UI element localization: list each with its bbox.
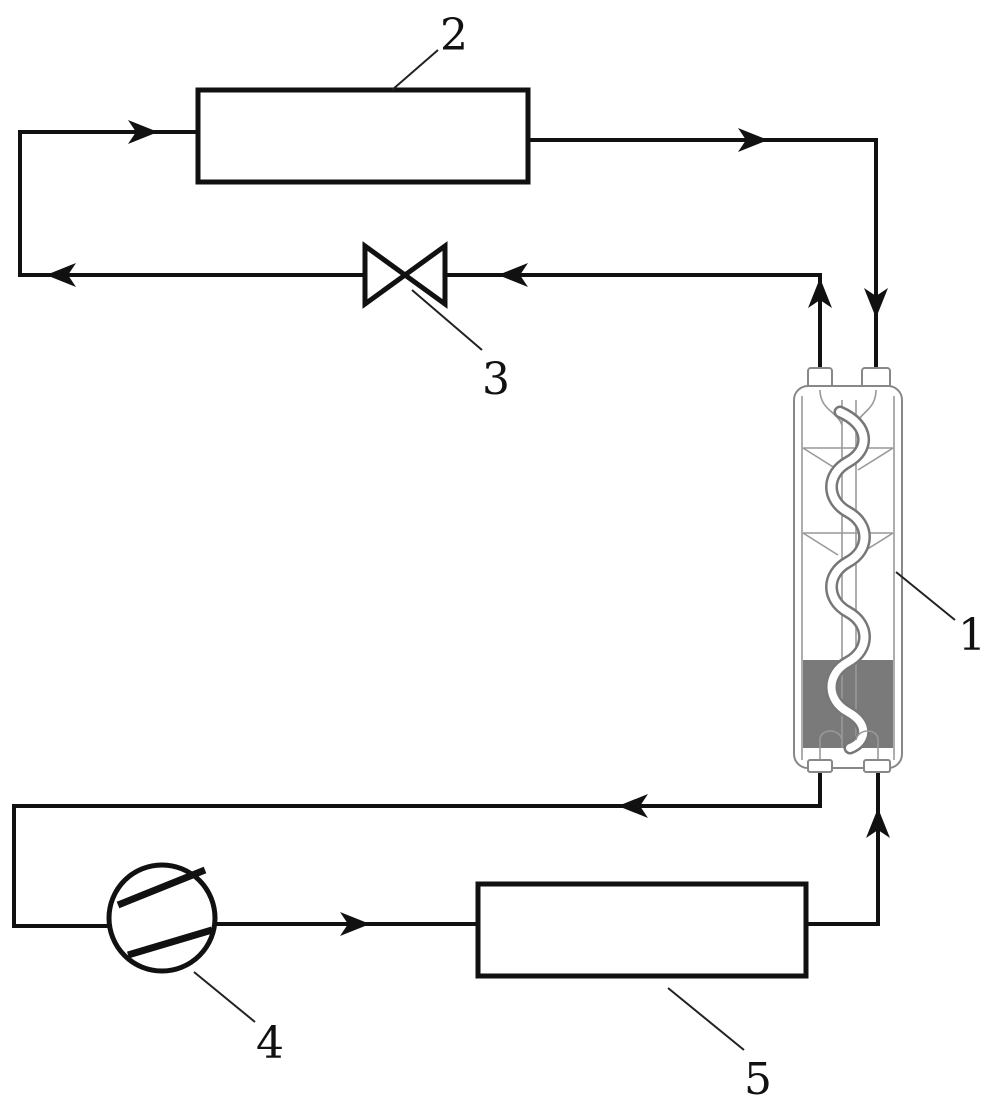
label-component-5: 5: [744, 1054, 772, 1105]
leader-line-4: [193, 971, 256, 1023]
flow-arrow-left-bottom: [618, 794, 648, 818]
pipe-hx-to-compressor: [12, 768, 822, 928]
pipe-top-left-loop: [18, 130, 365, 277]
flow-arrow-right-bottom: [340, 912, 370, 936]
component-4-compressor: [106, 862, 218, 974]
component-5-box: [475, 881, 809, 979]
pipe-box2-to-hx: [528, 138, 878, 378]
hx-liquid-pool: [803, 660, 893, 748]
flow-arrow-up-hx-out: [808, 278, 832, 308]
label-component-4: 4: [256, 1018, 284, 1069]
leader-line-2: [391, 49, 439, 91]
flow-arrow-left-valve: [498, 263, 528, 287]
flow-arrow-right-top2: [738, 128, 768, 152]
component-2-box: [195, 87, 531, 185]
component-3-valve: [362, 241, 448, 309]
pipe-box5-to-hx: [806, 768, 880, 926]
flow-arrow-down-right: [864, 288, 888, 318]
leader-line-3: [411, 289, 483, 351]
flow-arrow-up-hx-in: [866, 808, 890, 838]
pipe-hx-to-valve: [445, 273, 822, 380]
leader-line-5: [667, 987, 745, 1051]
label-component-3: 3: [482, 354, 510, 405]
label-component-2: 2: [440, 10, 468, 61]
flow-arrow-right-top: [128, 120, 158, 144]
component-1-heat-exchanger: [793, 367, 903, 773]
leader-line-1: [895, 571, 956, 621]
flow-arrow-left-top: [46, 263, 76, 287]
label-component-1: 1: [958, 610, 986, 661]
